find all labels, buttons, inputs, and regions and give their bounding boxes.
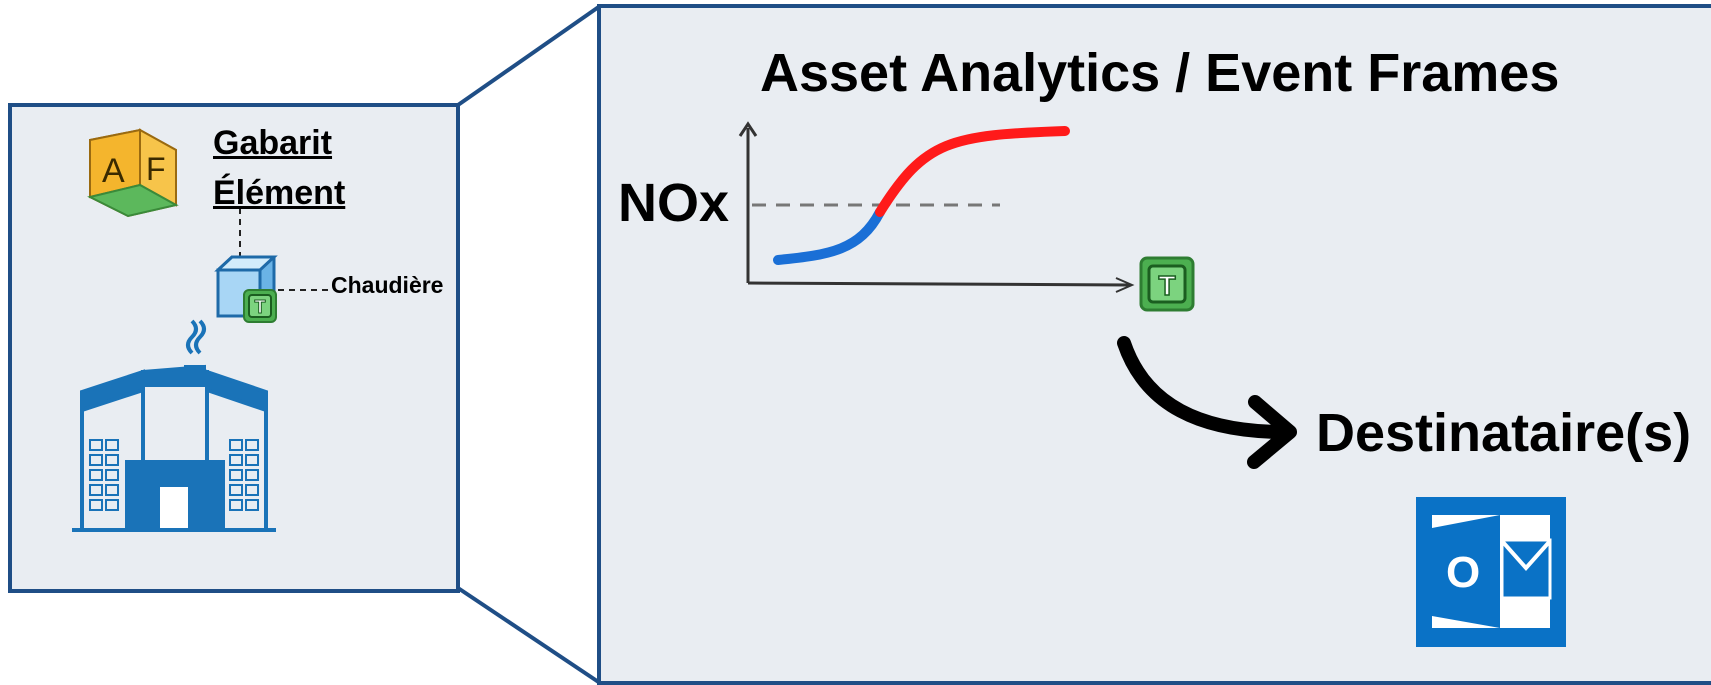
af-logo-letter-a: A xyxy=(102,152,125,190)
outlook-letter: O xyxy=(1446,548,1481,597)
trigger-badge-letter: T xyxy=(255,297,266,317)
chart-y-label: NOx xyxy=(618,173,730,233)
element-template-line-2: Élément xyxy=(213,174,346,212)
factory-windows-right xyxy=(229,439,259,511)
x-axis xyxy=(747,281,1131,287)
boiler-element-label: Chaudière xyxy=(331,272,444,298)
af-logo-letter-f: F xyxy=(146,151,166,187)
recipients-label: Destinataire(s) xyxy=(1316,403,1692,463)
analytics-title: Asset Analytics / Event Frames xyxy=(760,43,1560,103)
element-cube-icon xyxy=(214,255,278,318)
asset-framework-panel xyxy=(8,103,460,593)
trend-normal-segment xyxy=(773,207,885,265)
notification-trigger-icon: T xyxy=(1139,256,1195,312)
outlook-icon xyxy=(1416,497,1566,647)
af-logo-icon: A F xyxy=(87,128,179,218)
x-axis-arrow xyxy=(1115,277,1135,293)
chart-axes xyxy=(738,121,1135,293)
element-template-line-1: Gabarit xyxy=(213,124,333,162)
notification-trigger-letter: T xyxy=(1158,270,1175,301)
factory-windows-left xyxy=(89,439,119,511)
send-arrow-icon xyxy=(1117,336,1297,469)
y-axis-arrow xyxy=(738,121,758,137)
factory-icon xyxy=(72,319,276,532)
trend-alarm-segment xyxy=(875,126,1070,217)
trigger-badge-icon: T xyxy=(243,289,277,323)
element-template-label: Gabarit Élément xyxy=(213,118,345,218)
